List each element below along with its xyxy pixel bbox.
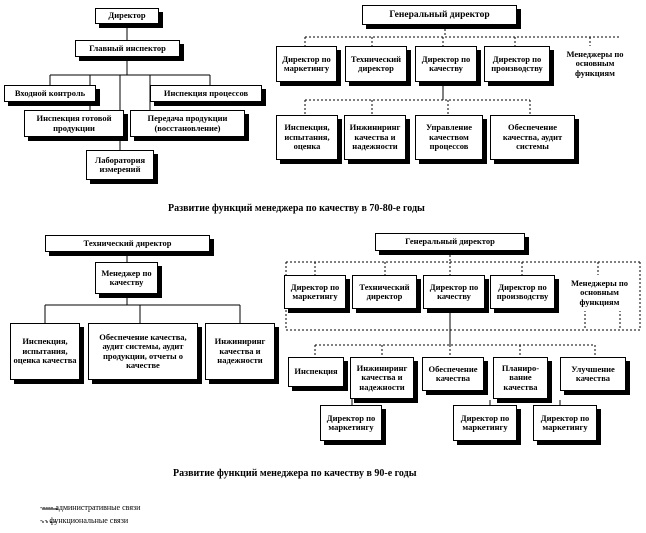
inspection-testing-box-1: Инспекция, испытания, оценка [276, 115, 338, 160]
process-quality-box-1: Управление качеством процессов [415, 115, 483, 160]
general-director-box-2: Генеральный директор [375, 233, 525, 251]
dir-production-box-2: Директор по производству [490, 275, 555, 309]
director-box: Директор [95, 8, 159, 24]
tech-director-label-1: Технический директор [350, 53, 402, 73]
incoming-control-box: Входной контроль [4, 85, 96, 102]
sub-marketing-label-2: Директор по маркетингу [460, 412, 510, 432]
tech-director-label-2: Технический директор [83, 237, 172, 248]
tech-director-box-2: Технический директор [45, 235, 210, 252]
engineering-box-2: Инжиниринг качества и надежности [205, 323, 275, 380]
tech-director-label-2b: Технический директор [359, 281, 410, 301]
planning-label: Планиро-вание качества [501, 362, 540, 392]
incoming-control-label: Входной контроль [14, 87, 86, 98]
managers-functions-label-2: Менеджеры по основным функциям [570, 277, 628, 307]
managers-functions-label-1: Менеджеры по основным функциям [566, 48, 624, 78]
dir-marketing-box-2: Директор по маркетингу [284, 275, 346, 309]
tech-director-box-1: Технический директор [345, 46, 407, 82]
dir-production-label-1: Директор по производству [491, 53, 543, 73]
quality-assurance-label-2b: Обеспечение качества [428, 363, 478, 383]
engineering-box-2b: Инжиниринг качества и надежности [350, 357, 414, 399]
product-transfer-label: Передача продукции (восстановление) [147, 113, 228, 133]
general-director-label-1: Генеральный директор [389, 9, 490, 20]
caption-90s: Развитие функций менеджера по качеству в… [173, 468, 417, 479]
dir-quality-label-2: Директор по качеству [429, 281, 479, 301]
quality-assurance-box-1: Обеспечение качества, аудит системы [490, 115, 575, 160]
general-director-label-2: Генеральный директор [405, 236, 495, 247]
dir-quality-label-1: Директор по качеству [421, 53, 471, 73]
general-director-box-1: Генеральный директор [362, 5, 517, 25]
inspection-testing-box-2: Инспекция, испытания, оценка качества [10, 323, 80, 380]
chief-inspector-box: Главный инспектор [75, 40, 180, 57]
dir-marketing-label-1: Директор по маркетингу [282, 53, 331, 73]
engineering-quality-box-1: Инжиниринг качества и надежности [344, 115, 406, 160]
engineering-label-2: Инжиниринг качества и надежности [214, 336, 266, 366]
dir-production-box-1: Директор по производству [484, 46, 550, 82]
product-transfer-box: Передача продукции (восстановление) [130, 110, 245, 137]
finished-inspection-label: Инспекция готовой продукции [36, 113, 112, 133]
inspection-testing-label-2: Инспекция, испытания, оценка качества [13, 336, 77, 366]
process-quality-label-1: Управление качеством процессов [425, 122, 472, 152]
finished-inspection-box: Инспекция готовой продукции [24, 110, 124, 137]
engineering-quality-label-1: Инжиниринг качества и надежности [349, 122, 401, 152]
caption-70-80s: Развитие функций менеджера по качеству в… [168, 203, 425, 214]
dir-marketing-box-1: Директор по маркетингу [276, 46, 337, 82]
quality-manager-box: Менеджер по качеству [95, 262, 158, 294]
sub-marketing-box-2: Директор по маркетингу [453, 405, 517, 441]
sub-marketing-box-3: Директор по маркетингу [533, 405, 597, 441]
sub-marketing-label-1: Директор по маркетингу [326, 412, 376, 432]
process-inspection-box: Инспекция процессов [150, 85, 262, 102]
dir-marketing-label-2: Директор по маркетингу [290, 281, 340, 301]
dir-production-label-2: Директор по производству [496, 281, 549, 301]
improvement-box: Улучшение качества [560, 357, 626, 391]
improvement-label: Улучшение качества [571, 363, 615, 383]
sub-marketing-label-3: Директор по маркетингу [540, 412, 590, 432]
dir-quality-box-1: Директор по качеству [415, 46, 477, 82]
managers-functions-box-2: Менеджеры по основным функциям [562, 275, 637, 311]
managers-functions-box-1: Менеджеры по основным функциям [556, 46, 634, 82]
quality-assurance-box-2: Обеспечение качества, аудит системы, ауд… [88, 323, 198, 380]
tech-director-box-2b: Технический директор [352, 275, 417, 309]
inspection-box-2: Инспекция [288, 357, 344, 387]
inspection-label-2: Инспекция [294, 366, 338, 377]
process-inspection-label: Инспекция процессов [163, 87, 249, 98]
quality-manager-label: Менеджер по качеству [101, 267, 152, 287]
lab-box: Лаборатория измерений [86, 150, 154, 180]
quality-assurance-box-2b: Обеспечение качества [422, 357, 484, 391]
sub-marketing-box-1: Директор по маркетингу [320, 405, 382, 441]
dir-quality-box-2: Директор по качеству [423, 275, 485, 309]
legend-func: - - функциональные связи [40, 516, 129, 525]
lab-label: Лаборатория измерений [94, 154, 146, 174]
director-label: Директор [108, 10, 146, 21]
inspection-testing-label-1: Инспекция, испытания, оценка [284, 122, 330, 152]
chief-inspector-label: Главный инспектор [89, 42, 166, 53]
planning-box: Планиро-вание качества [493, 357, 548, 399]
legend-admin: ----- административные связи [40, 503, 141, 512]
quality-assurance-label-1: Обеспечение качества, аудит системы [502, 122, 563, 152]
engineering-label-2b: Инжиниринг качества и надежности [356, 362, 408, 392]
quality-assurance-label-2: Обеспечение качества, аудит системы, ауд… [99, 331, 187, 370]
